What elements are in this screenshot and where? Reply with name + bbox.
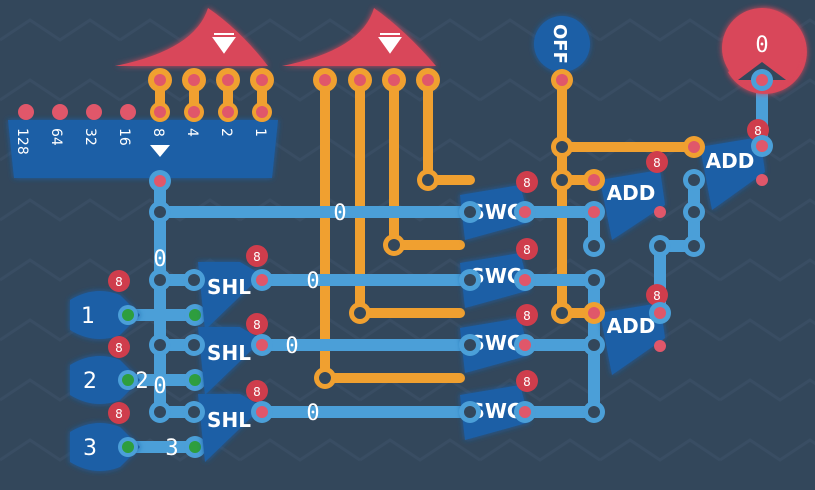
down-triangle-icon [378,33,402,54]
down-triangle-icon [150,145,170,157]
weight-label: 2 [218,128,234,137]
bit-width-badge: 8 [754,124,762,138]
add-label: ADD [706,149,755,173]
output-display: 0 [722,8,807,94]
selector-right-pins [313,68,440,92]
wire-value: 0 [306,401,319,426]
swc-blocks[interactable]: SWC 8 SWC 8 SWC 8 SWC 8 [460,171,538,440]
shl-label: SHL [207,275,251,299]
wire-value: 0 [306,269,319,294]
bit-width-badge: 8 [115,407,123,421]
wire-value: 0 [153,247,166,272]
add-block[interactable]: ADD 8 [600,284,668,375]
input-pin-3[interactable]: 3 [70,423,206,471]
input-badges: 8 8 8 [108,270,130,424]
off-label: OFF [549,24,570,64]
bit-width-badge: 8 [253,385,261,399]
shl-label: SHL [207,408,251,432]
weight-label: 128 [14,128,30,155]
bit-width-badge: 8 [253,250,261,264]
splitter-pins[interactable] [18,102,272,192]
wire-value-labels: 0 0 0 0 0 0 2 3 [135,201,346,461]
shl-block[interactable]: SHL 8 [198,245,268,330]
bit-splitter[interactable]: 128 64 32 16 8 4 2 1 [8,102,278,192]
swc-block[interactable]: SWC 8 [460,238,538,308]
add-label: ADD [607,181,656,205]
weight-label: 1 [252,128,268,137]
splitter-body [8,120,278,178]
bit-width-badge: 8 [523,176,531,190]
down-triangle-icon [212,33,236,54]
shl-block[interactable]: SHL 8 [198,313,268,395]
weight-label: 4 [184,128,200,137]
wire-value: 0 [333,201,346,226]
weight-label: 64 [48,128,64,146]
add-block[interactable]: ADD 8 [600,151,668,240]
input-pin-2[interactable]: 2 [70,356,206,404]
add-blocks[interactable]: ADD 8 ADD 8 ADD 8 [600,119,769,375]
bit-width-badge: 8 [115,275,123,289]
splitter-weights: 128 64 32 16 8 4 2 1 [14,128,268,155]
selector-switch-left[interactable] [115,8,274,92]
wire-value: 2 [135,369,148,394]
selector-left-pins [148,68,274,92]
bit-width-badge: 8 [523,309,531,323]
weight-label: 16 [116,128,132,146]
input-pins[interactable]: 1 2 3 8 8 8 [70,270,206,471]
add-label: ADD [607,314,656,338]
shl-blocks[interactable]: SHL 8 SHL 8 SHL 8 [198,245,268,462]
wire-value: 0 [153,374,166,399]
weight-label: 32 [82,128,98,146]
weight-label: 8 [150,128,166,137]
input-pin-1[interactable]: 1 [70,291,206,339]
bit-width-badge: 8 [115,341,123,355]
wire-value: 3 [165,436,178,461]
shl-block[interactable]: SHL 8 [198,380,268,462]
selector-switch-right[interactable] [282,8,440,92]
bit-width-badge: 8 [653,289,661,303]
shl-label: SHL [207,341,251,365]
input-label: 3 [83,436,97,461]
bit-width-badge: 8 [523,375,531,389]
connection-nodes[interactable] [149,135,773,423]
input-label: 1 [81,304,95,329]
bit-width-badge: 8 [253,318,261,332]
bit-width-badge: 8 [523,243,531,257]
wire-value: 0 [285,334,298,359]
bit-width-badge: 8 [653,156,661,170]
swc-block[interactable]: SWC 8 [460,171,538,240]
output-value: 0 [755,33,768,58]
off-switch[interactable]: OFF [534,16,590,91]
input-label: 2 [83,369,97,394]
swc-block[interactable]: SWC 8 [460,370,538,440]
